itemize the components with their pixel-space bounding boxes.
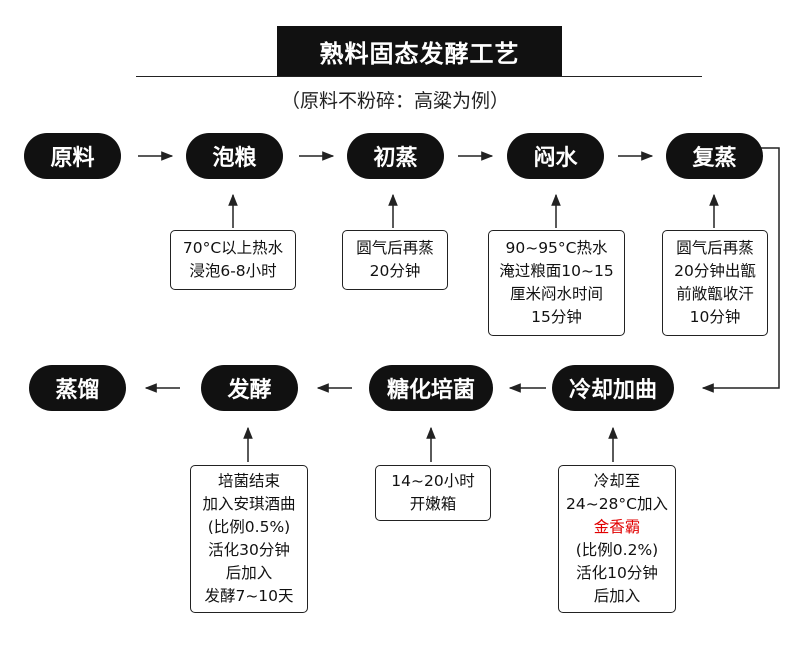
- diagram-title: 熟料固态发酵工艺: [277, 26, 562, 76]
- diagram-subtitle: （原料不粉碎：高粱为例）: [280, 90, 509, 112]
- note-re-steam: 圆气后再蒸 20分钟出甑 前敞甑收汗 10分钟: [662, 230, 768, 336]
- note-line: 活化10分钟: [576, 564, 658, 582]
- note-line: 冷却至: [593, 472, 641, 490]
- step-cool-koji: 冷却加曲: [552, 365, 674, 411]
- step-first-steam: 初蒸: [347, 133, 444, 179]
- note-line: 淹过粮面10~15: [499, 262, 614, 280]
- note-cool-koji: 冷却至 24~28°C加入 金香霸 (比例0.2%) 活化10分钟 后加入: [558, 465, 676, 613]
- note-line: 70°C以上热水: [182, 239, 284, 257]
- note-soak: 70°C以上热水 浸泡6-8小时: [170, 230, 296, 290]
- note-line: 加入安琪酒曲: [202, 495, 296, 513]
- note-line: 厘米闷水时间: [509, 285, 603, 303]
- title-underline: [136, 76, 702, 77]
- note-line: 20分钟出甑: [674, 262, 756, 280]
- note-line: 10分钟: [689, 308, 741, 326]
- step-distill: 蒸馏: [29, 365, 126, 411]
- note-line: 浸泡6-8小时: [189, 262, 277, 280]
- step-re-steam: 复蒸: [666, 133, 763, 179]
- product-name-highlight: 金香霸: [593, 518, 641, 536]
- note-line: (比例0.2%): [575, 541, 659, 559]
- note-line: 15分钟: [531, 308, 582, 326]
- step-saccharify: 糖化培菌: [369, 365, 493, 411]
- note-saccharify: 14~20小时 开嫩箱: [375, 465, 491, 521]
- note-line: 圆气后再蒸: [356, 239, 434, 257]
- note-line: 开嫩箱: [409, 495, 457, 513]
- note-line: 前敞甑收汗: [676, 285, 754, 303]
- note-line: 圆气后再蒸: [676, 239, 754, 257]
- step-raw: 原料: [24, 133, 121, 179]
- note-braise: 90~95°C热水 淹过粮面10~15 厘米闷水时间 15分钟: [488, 230, 625, 336]
- note-line: 24~28°C加入: [565, 495, 668, 513]
- note-line: 20分钟: [369, 262, 421, 280]
- note-line: 90~95°C热水: [505, 239, 608, 257]
- note-first-steam: 圆气后再蒸 20分钟: [342, 230, 448, 290]
- note-line: 培菌结束: [217, 472, 280, 490]
- note-line: 活化30分钟: [208, 541, 290, 559]
- note-line: 发酵7~10天: [204, 587, 294, 605]
- note-ferment: 培菌结束 加入安琪酒曲 (比例0.5%) 活化30分钟 后加入 发酵7~10天: [190, 465, 308, 613]
- step-braise: 闷水: [507, 133, 604, 179]
- note-line: (比例0.5%): [207, 518, 291, 536]
- step-soak: 泡粮: [186, 133, 283, 179]
- note-line: 后加入: [593, 587, 641, 605]
- step-ferment: 发酵: [201, 365, 298, 411]
- note-line: 后加入: [225, 564, 273, 582]
- note-line: 14~20小时: [391, 472, 475, 490]
